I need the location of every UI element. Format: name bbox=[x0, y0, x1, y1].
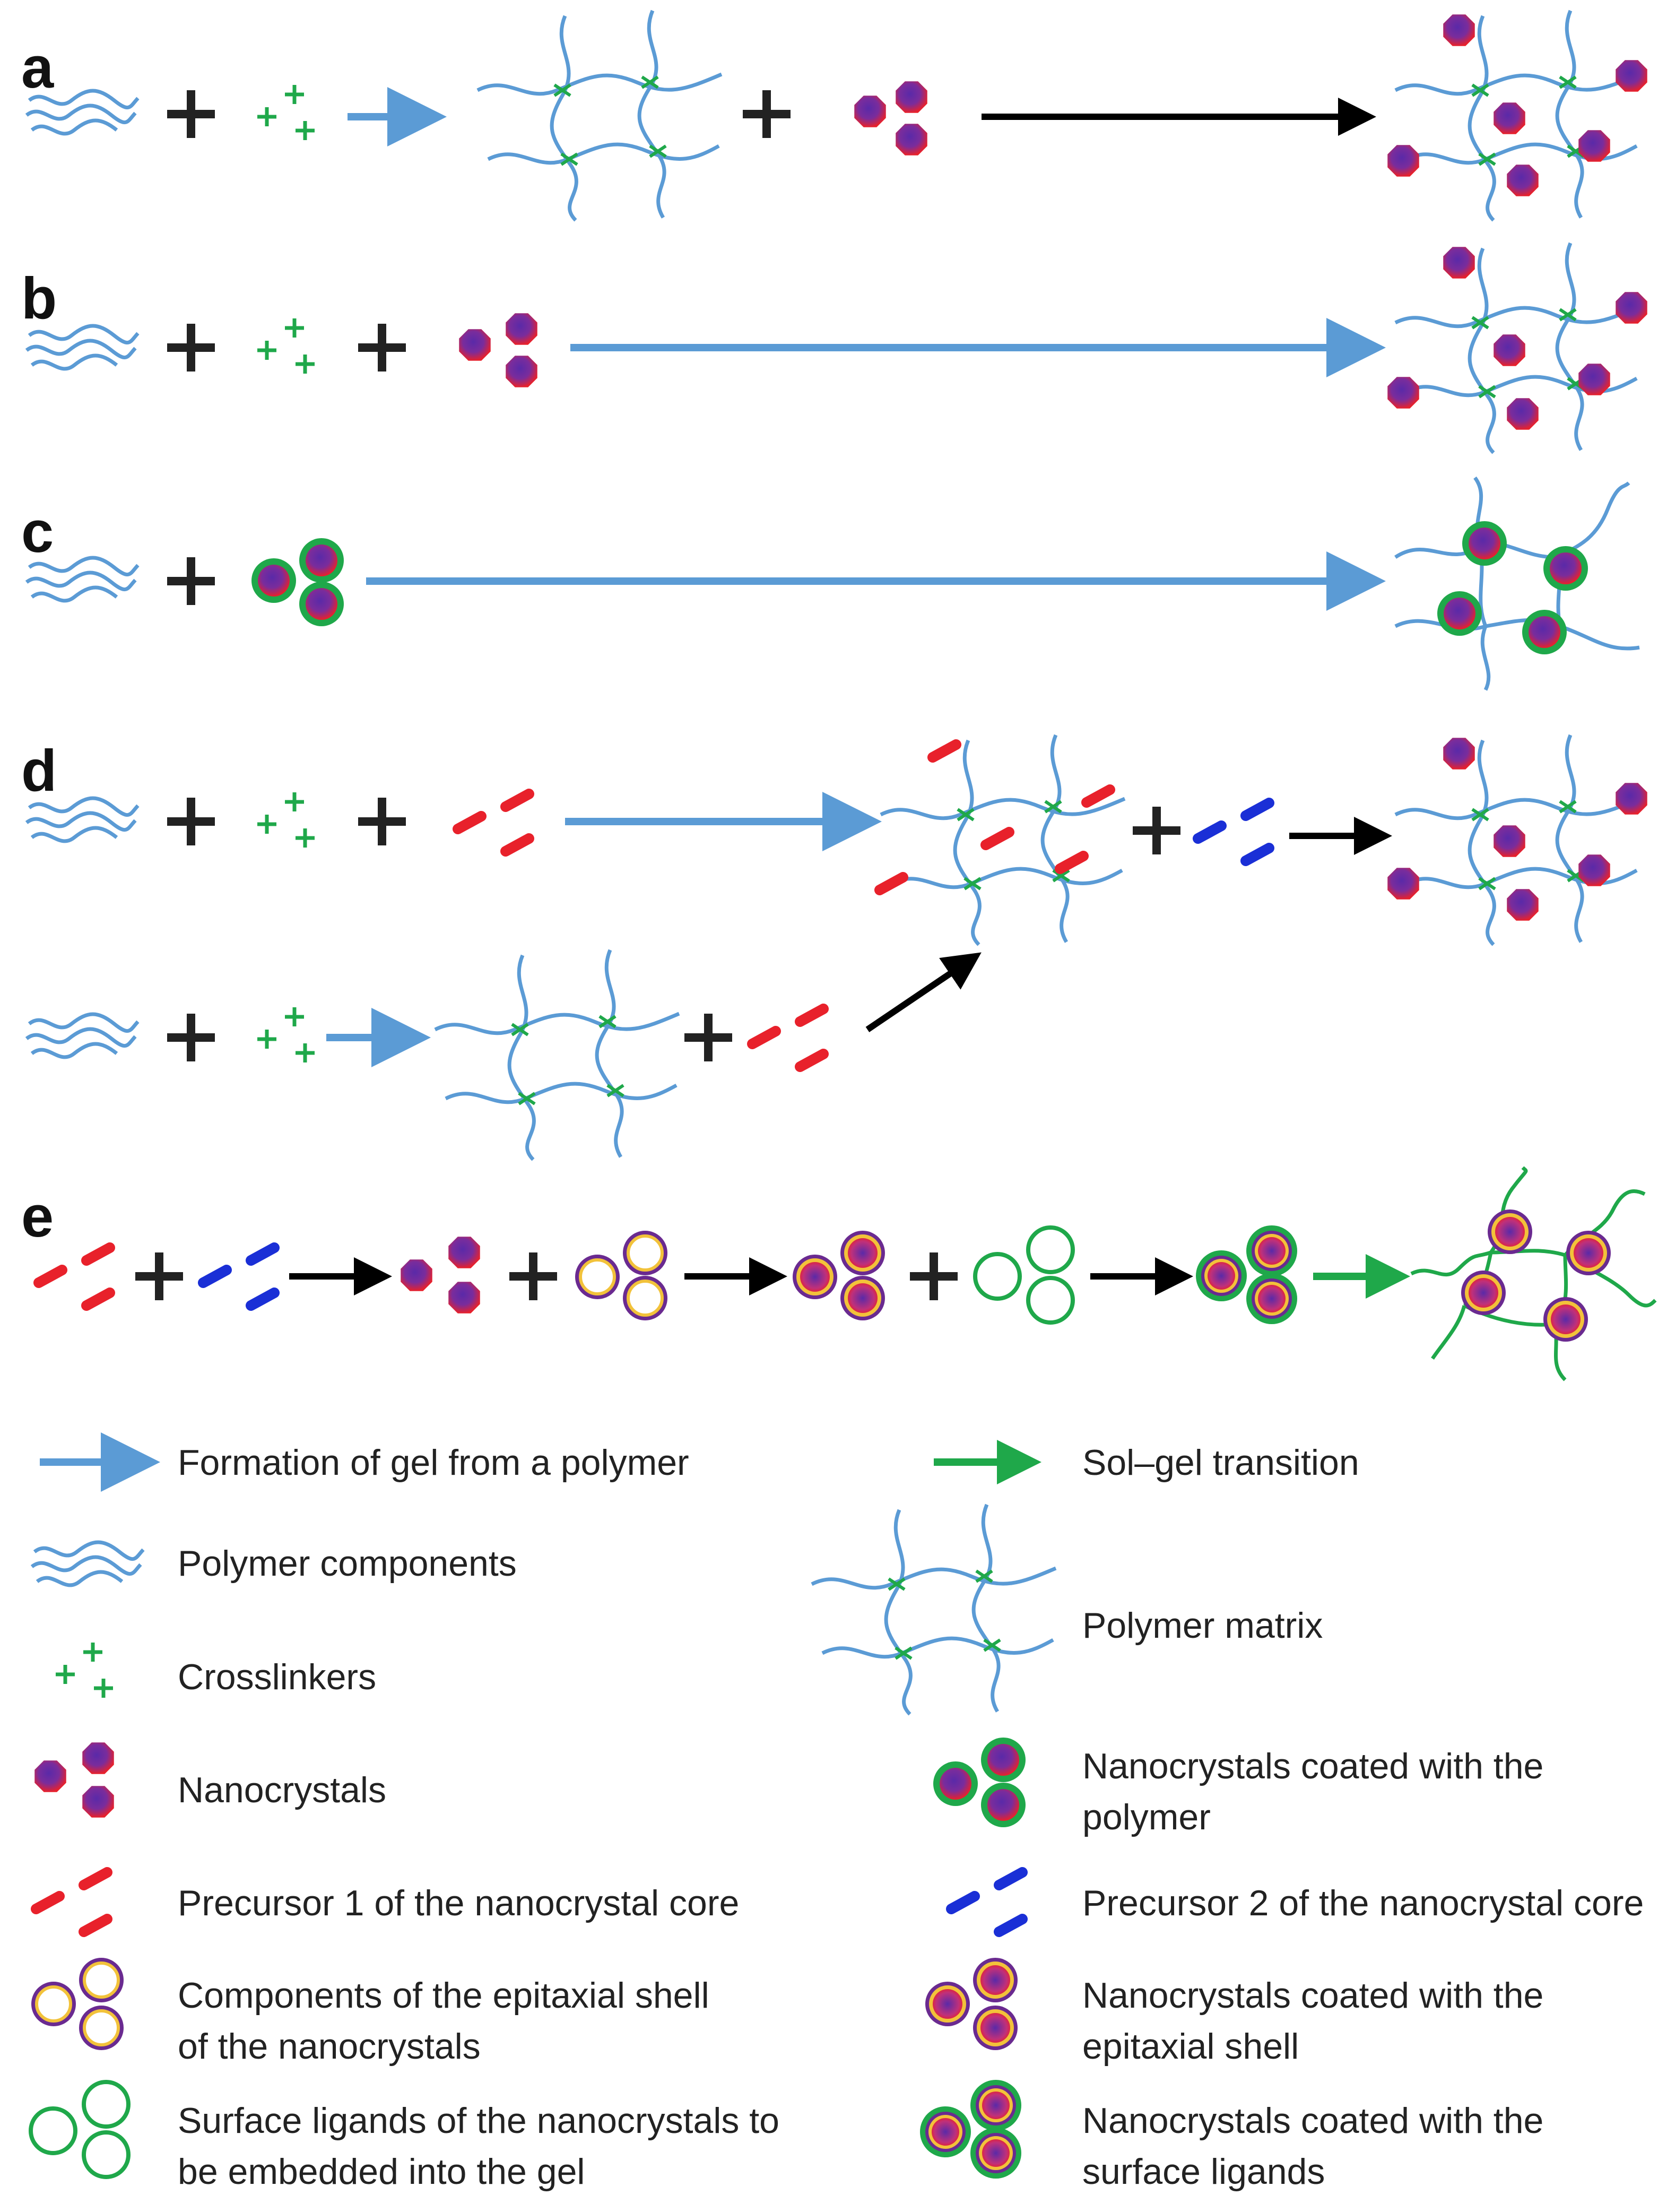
gel-with-precursor1 bbox=[880, 735, 1125, 945]
legend-polymer-matrix-label: Polymer matrix bbox=[1082, 1605, 1323, 1646]
row-a bbox=[27, 11, 1647, 220]
legend-nanocrystals-label: Nanocrystals bbox=[178, 1770, 387, 1810]
legend-precursor2-icon bbox=[951, 1872, 1022, 1932]
plus-sign bbox=[358, 324, 406, 371]
row-label-c: c bbox=[21, 499, 54, 565]
nanocrystals-coated-ligands-icon bbox=[1196, 1225, 1297, 1324]
gel-with-ligand-nanocrystals bbox=[1411, 1168, 1655, 1380]
row-c bbox=[27, 478, 1639, 690]
plus-sign bbox=[135, 1252, 183, 1300]
legend-polymer-components-label: Polymer components bbox=[178, 1543, 517, 1584]
legend-crosslinkers-label: Crosslinkers bbox=[178, 1657, 377, 1697]
plus-sign bbox=[167, 1014, 215, 1061]
plus-sign bbox=[743, 90, 791, 138]
legend-nanocrystals-icon bbox=[34, 1742, 114, 1818]
gel-with-nanocrystals bbox=[1387, 243, 1647, 453]
nanocrystals-icon bbox=[401, 1237, 480, 1314]
polymer-components-icon bbox=[27, 91, 138, 134]
plus-sign bbox=[167, 324, 215, 371]
legend-sol-gel-label: Sol–gel transition bbox=[1082, 1442, 1359, 1483]
legend-precursor1-icon bbox=[36, 1872, 107, 1932]
row-label-b: b bbox=[21, 266, 57, 331]
polymer-matrix-icon bbox=[435, 950, 679, 1160]
process-arrow-diagonal bbox=[865, 952, 982, 1032]
gel-with-coated-nanocrystals bbox=[1395, 478, 1639, 690]
polymer-components-icon bbox=[27, 798, 138, 841]
plus-sign bbox=[167, 557, 215, 605]
legend-precursor2-label: Precursor 2 of the nanocrystal core bbox=[1082, 1883, 1644, 1923]
plus-sign bbox=[1133, 807, 1180, 854]
gel-with-nanocrystals bbox=[1387, 735, 1647, 945]
crosslinkers-icon bbox=[257, 85, 315, 140]
legend-surface-ligands-label-1: Surface ligands of the nanocrystals to bbox=[178, 2101, 779, 2141]
row-d-top bbox=[27, 735, 1647, 945]
plus-sign bbox=[167, 798, 215, 845]
legend-polymer-components-icon bbox=[32, 1542, 143, 1585]
legend-surface-ligands-icon bbox=[31, 2082, 128, 2177]
plus-sign bbox=[910, 1252, 958, 1300]
legend-epitaxial-components-label-2: of the nanocrystals bbox=[178, 2026, 481, 2067]
legend-icons bbox=[31, 1432, 1056, 2179]
legend-polymer-matrix-icon bbox=[812, 1505, 1056, 1714]
legend-epitaxial-shell-components-icon bbox=[33, 1960, 121, 2048]
plus-sign bbox=[509, 1252, 557, 1300]
row-label-d: d bbox=[21, 738, 57, 803]
plus-sign bbox=[358, 798, 406, 845]
legend-precursor1-label: Precursor 1 of the nanocrystal core bbox=[178, 1883, 740, 1923]
legend-nc-coated-ligands-label-2: surface ligands bbox=[1082, 2151, 1325, 2192]
row-e bbox=[39, 1168, 1655, 1380]
nanocrystals-icon bbox=[459, 313, 537, 387]
legend-gel-formation-label: Formation of gel from a polymer bbox=[178, 1442, 689, 1483]
plus-sign bbox=[167, 90, 215, 138]
legend-nanocrystals-coated-ligands-icon bbox=[920, 2080, 1021, 2179]
legend-nanocrystals-coated-polymer-icon bbox=[933, 1738, 1026, 1827]
legend-crosslinkers-icon bbox=[56, 1643, 113, 1698]
legend-nc-coated-epitaxial-label-2: epitaxial shell bbox=[1082, 2026, 1299, 2067]
precursor1-icon bbox=[458, 794, 529, 851]
epitaxial-shell-components-icon bbox=[577, 1233, 665, 1318]
surface-ligands-icon bbox=[975, 1228, 1073, 1323]
legend-nc-coated-polymer-label-2: polymer bbox=[1082, 1797, 1211, 1837]
legend-nanocrystals-coated-epitaxial-icon bbox=[925, 1958, 1018, 2050]
row-d-bottom bbox=[27, 950, 982, 1160]
legend-surface-ligands-label-2: be embedded into the gel bbox=[178, 2151, 585, 2192]
polymer-matrix-icon bbox=[477, 11, 722, 220]
nanocrystals-icon bbox=[854, 81, 927, 155]
row-b bbox=[27, 243, 1647, 453]
polymer-components-icon bbox=[27, 558, 138, 601]
precursor2-icon bbox=[1198, 803, 1269, 861]
nanocrystals-coated-epitaxial-icon bbox=[793, 1231, 885, 1320]
row-label-a: a bbox=[21, 35, 54, 100]
polymer-components-icon bbox=[27, 326, 138, 369]
crosslinkers-icon bbox=[257, 792, 315, 848]
legend-epitaxial-components-label-1: Components of the epitaxial shell bbox=[178, 1975, 709, 2016]
polymer-components-icon bbox=[27, 1014, 138, 1057]
crosslinkers-icon bbox=[257, 1007, 315, 1062]
row-label-e: e bbox=[21, 1184, 54, 1249]
precursor1-icon bbox=[752, 1009, 823, 1067]
gel-with-nanocrystals bbox=[1387, 11, 1647, 220]
precursor2-icon bbox=[203, 1248, 274, 1306]
crosslinkers-icon bbox=[257, 318, 315, 374]
plus-sign bbox=[684, 1014, 732, 1061]
precursor1-icon bbox=[39, 1248, 110, 1306]
legend-nc-coated-epitaxial-label-1: Nanocrystals coated with the bbox=[1082, 1975, 1544, 2016]
legend-nc-coated-polymer-label-1: Nanocrystals coated with the bbox=[1082, 1746, 1544, 1786]
nanocrystals-coated-polymer-icon bbox=[251, 538, 344, 626]
legend-nc-coated-ligands-label-1: Nanocrystals coated with the bbox=[1082, 2101, 1544, 2141]
